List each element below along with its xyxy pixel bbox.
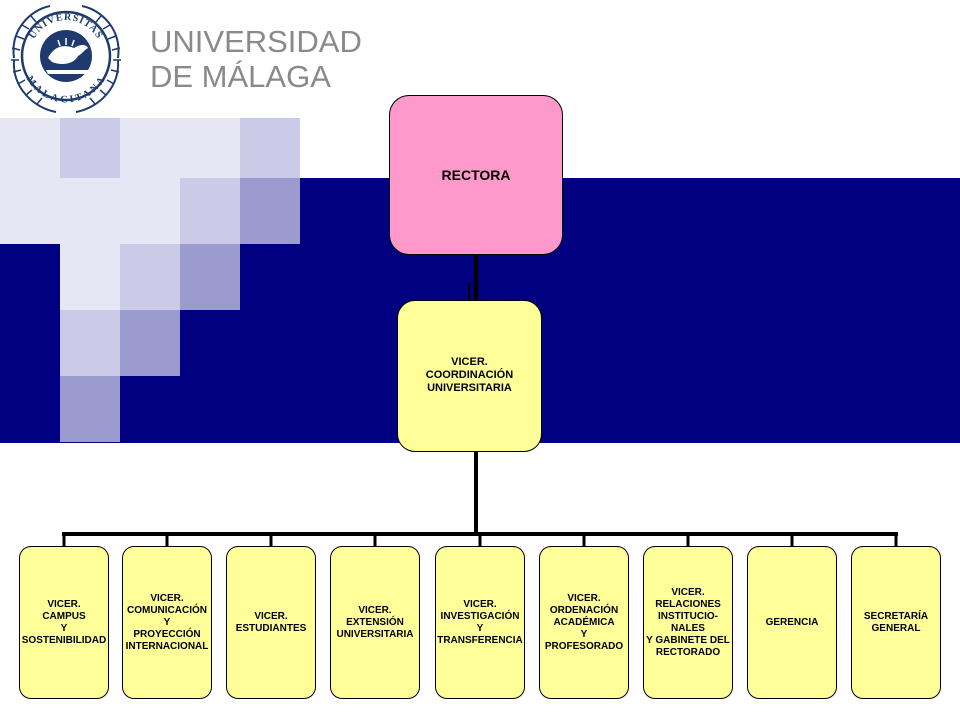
- decor-square: [60, 178, 120, 244]
- org-node-vicer-ordenacion: VICER. ORDENACIÓN ACADÉMICA Y PROFESORAD…: [539, 546, 629, 699]
- decor-square: [60, 376, 120, 442]
- org-node-vicer-extension: VICER. EXTENSIÓN UNIVERSITARIA: [330, 546, 420, 699]
- decor-square: [120, 118, 180, 184]
- decor-square: [180, 178, 240, 244]
- decor-square: [120, 244, 180, 310]
- decor-square: [60, 310, 120, 376]
- university-seal-icon: UM UNIVERSITAS MALACITANA: [11, 5, 121, 113]
- org-node-vicer-comunicacion: VICER. COMUNICACIÓN Y PROYECCIÓN INTERNA…: [122, 546, 212, 699]
- decor-square: [180, 244, 240, 310]
- decor-square: [0, 178, 60, 244]
- university-name-line2: DE MÁLAGA: [150, 59, 331, 94]
- org-node-vicer-relaciones: VICER. RELACIONES INSTITUCIO- NALES Y GA…: [643, 546, 733, 699]
- decor-square: [180, 118, 240, 184]
- decor-square: [240, 118, 300, 184]
- decor-square: [240, 178, 300, 244]
- org-node-vicer-campus: VICER. CAMPUS Y SOSTENIBILIDAD: [19, 546, 109, 699]
- decor-square: [60, 244, 120, 310]
- university-name-line1: UNIVERSIDAD: [150, 24, 362, 59]
- university-name: UNIVERSIDAD DE MÁLAGA: [150, 24, 362, 94]
- org-node-vicer-coordinacion: VICER. COORDINACIÓN UNIVERSITARIA: [397, 300, 542, 452]
- decor-square: [60, 118, 120, 184]
- decor-square: [120, 310, 180, 376]
- org-node-rectora: RECTORA: [389, 95, 563, 255]
- org-node-gerencia: GERENCIA: [747, 546, 837, 699]
- org-node-vicer-investigacion: VICER. INVESTIGACIÓN Y TRANSFERENCIA: [435, 546, 525, 699]
- org-node-vicer-estudiantes: VICER. ESTUDIANTES: [226, 546, 316, 699]
- decor-square: [120, 178, 180, 244]
- org-node-secretaria: SECRETARÍA GENERAL: [851, 546, 941, 699]
- decor-square: [0, 118, 60, 184]
